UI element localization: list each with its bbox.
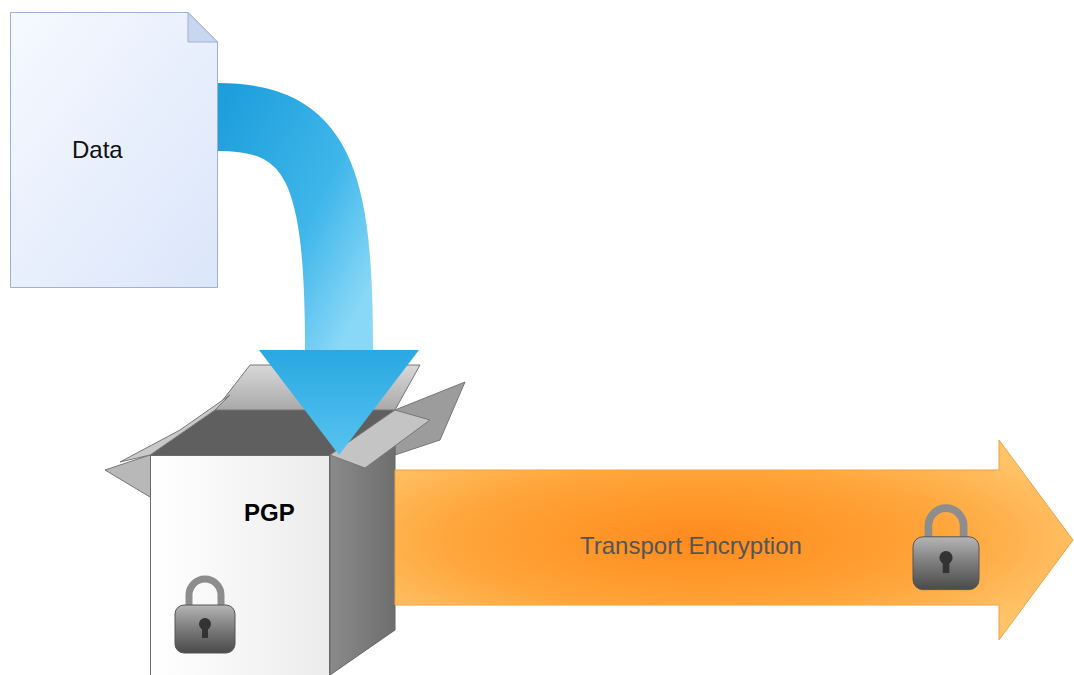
- curved-arrow: [218, 117, 419, 455]
- lock-icon: [175, 579, 235, 653]
- pgp-box-outline: [150, 455, 330, 675]
- arrow-body: [218, 117, 339, 350]
- node-label: PGP: [244, 499, 295, 527]
- node-label: Transport Encryption: [580, 532, 802, 560]
- node-label: Data: [72, 136, 123, 164]
- document-shape: Data: [10, 12, 218, 288]
- transport-arrow: Transport Encryption: [395, 440, 1074, 640]
- pgp-box: PGP: [150, 455, 330, 675]
- box-flap: [120, 395, 230, 462]
- lock-icon: [913, 508, 979, 589]
- arrow-head: [259, 350, 419, 455]
